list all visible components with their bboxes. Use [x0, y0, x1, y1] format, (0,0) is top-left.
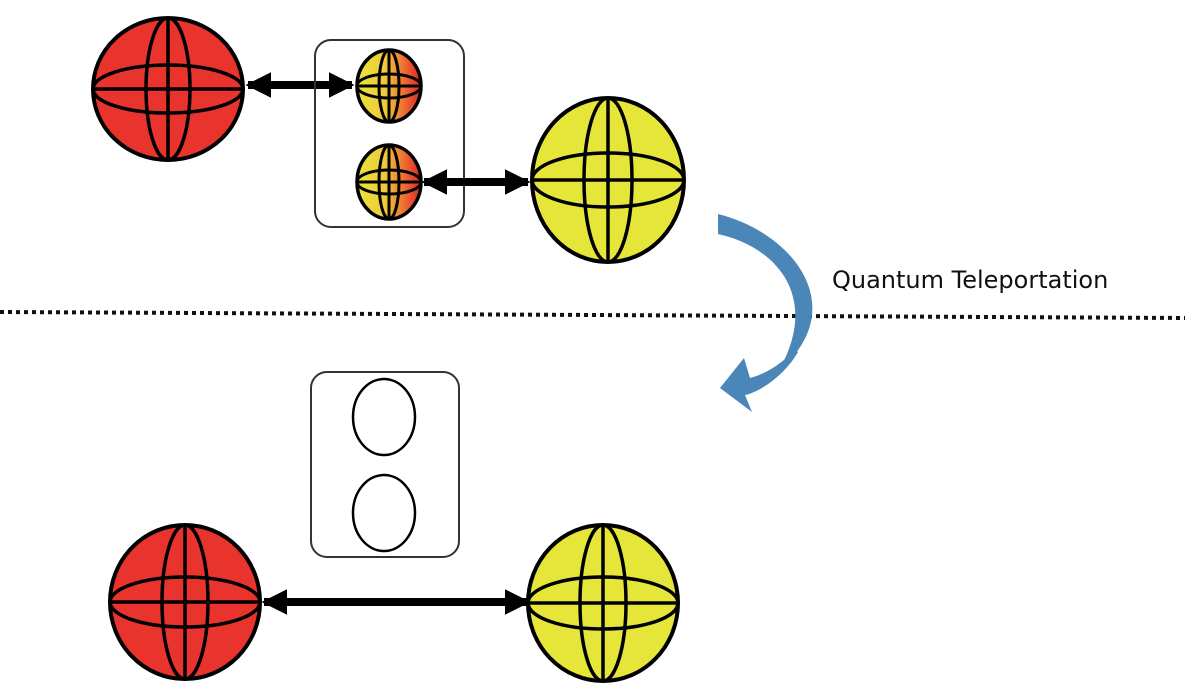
teleportation-caption: Quantum Teleportation [832, 266, 1108, 294]
yellow-particle-sphere-bottom [526, 523, 680, 683]
curved-arrow-icon [718, 214, 813, 412]
empty-qubit-outline-upper [351, 377, 417, 457]
small-entangled-sphere-upper [355, 48, 423, 124]
dotted-separator-line [0, 310, 1185, 320]
bell-pair-box-bottom [310, 371, 460, 558]
red-particle-sphere-bottom [108, 523, 262, 681]
bell-pair-box-top [314, 39, 465, 228]
small-entangled-sphere-lower [355, 143, 423, 221]
red-particle-sphere-top [91, 16, 245, 162]
yellow-particle-sphere-top [530, 96, 686, 264]
empty-qubit-outline-lower [351, 473, 417, 553]
